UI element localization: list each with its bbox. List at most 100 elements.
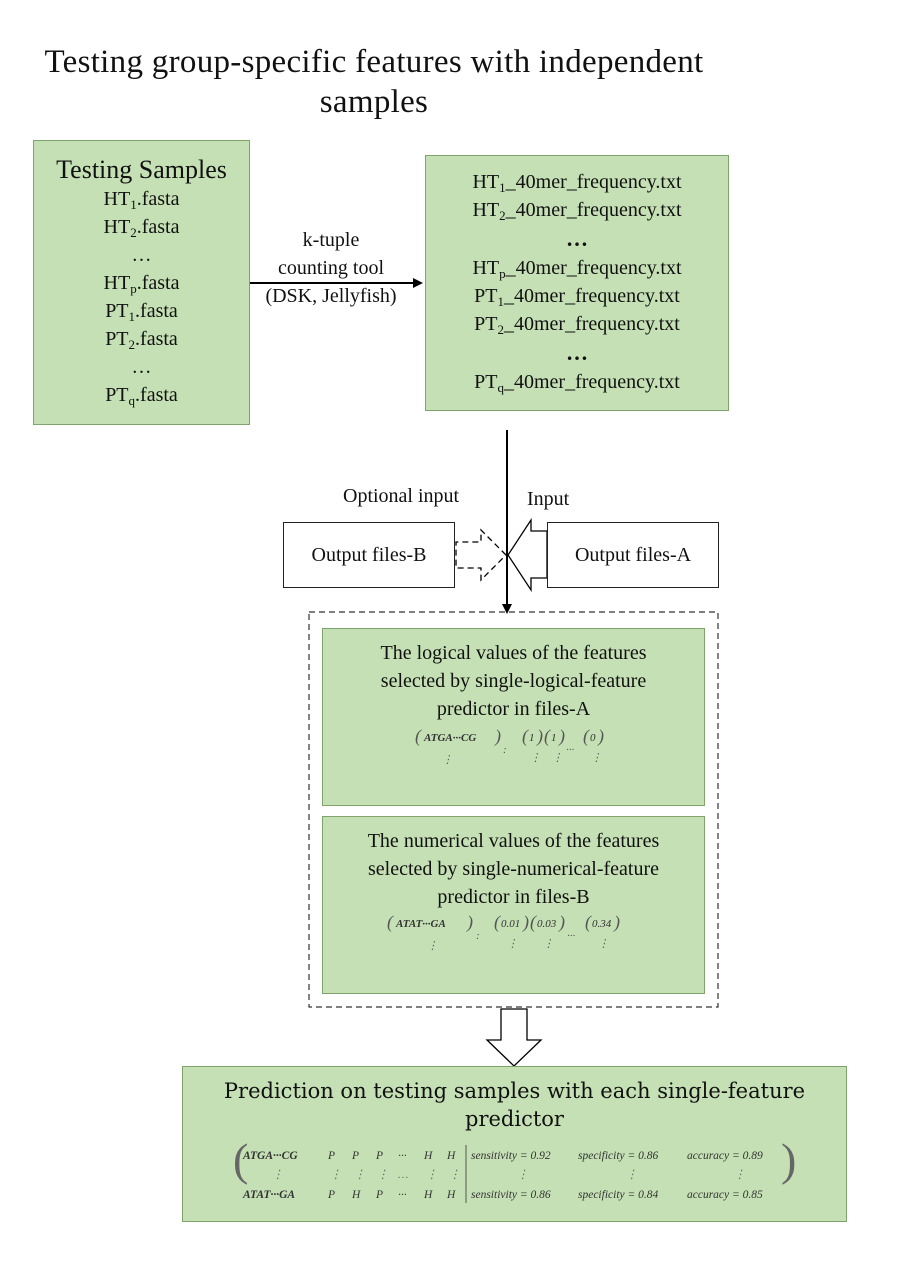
- testing-sample-item-base: PT: [105, 384, 129, 406]
- svg-text:⋮: ⋮: [591, 752, 602, 764]
- numerical-kmer-label: ATAT···GA: [395, 918, 446, 930]
- frequency-file-item-base: …: [566, 340, 588, 365]
- testing-sample-item: …: [34, 353, 249, 381]
- svg-text:): ): [613, 912, 620, 933]
- logical-line-3: predictor in files-A: [436, 698, 591, 720]
- frequency-file-item-base: PT: [474, 313, 498, 335]
- testing-sample-item: HT2.fasta: [34, 213, 249, 241]
- testing-sample-item-base: …: [131, 356, 152, 378]
- frequency-file-item-suffix: _40mer_frequency.txt: [505, 199, 682, 221]
- prediction-box: Prediction on testing samples with each …: [182, 1066, 847, 1222]
- svg-text::: :: [476, 930, 480, 942]
- frequency-file-item-base: HT: [472, 257, 500, 279]
- testing-sample-item: …: [34, 241, 249, 269]
- testing-sample-item-base: HT: [103, 188, 131, 210]
- numerical-line-2: selected by single-numerical-feature: [368, 858, 659, 880]
- testing-sample-item-subscript: p: [130, 281, 137, 296]
- counting-tool-line-3: (DSK, Jellyfish): [265, 285, 397, 307]
- numerical-line-3: predictor in files-B: [437, 886, 590, 908]
- pred-row2-sensitivity: sensitivity = 0.86: [471, 1189, 551, 1201]
- frequency-file-item-base: PT: [474, 285, 498, 307]
- logical-kmer-label: ATGA···CG: [423, 732, 476, 744]
- svg-text:⋮: ⋮: [530, 752, 541, 764]
- input-label: Input: [527, 488, 570, 510]
- testing-sample-item-subscript: q: [128, 393, 136, 408]
- counting-tool-label: k-tuple counting tool (DSK, Jellyfish): [250, 226, 412, 310]
- to-prediction-hollow-arrow: [485, 1008, 543, 1067]
- testing-sample-item-suffix: .fasta: [135, 328, 178, 350]
- numerical-value-2: 0.03: [537, 918, 557, 930]
- frequency-file-item-subscript: 2: [499, 208, 506, 223]
- svg-text:(: (: [583, 726, 590, 747]
- pred-row2-call-2: H: [351, 1189, 361, 1201]
- logical-line-1: The logical values of the features: [380, 642, 647, 664]
- logical-line-2: selected by single-logical-feature: [380, 670, 647, 692]
- prediction-header: Prediction on testing samples with each …: [223, 1079, 806, 1131]
- logical-matrix: ( ATGA···CG ⋮ ) : ( 1 ⋮ ) ( 1 ⋮ ) ··· ( …: [415, 726, 604, 766]
- input-hollow-arrow: [507, 517, 548, 593]
- numerical-matrix: ( ATAT···GA ⋮ ) : ( 0.01 ⋮ ) ( 0.03 ⋮ ) …: [387, 912, 620, 952]
- testing-sample-item-suffix: .fasta: [135, 384, 178, 406]
- frequency-file-item-base: …: [566, 226, 588, 251]
- logical-values-text: The logical values of the features selec…: [323, 629, 704, 723]
- frequency-file-item: PT2_40mer_frequency.txt: [426, 310, 728, 338]
- frequency-file-item-suffix: _40mer_frequency.txt: [503, 313, 680, 335]
- testing-sample-item: HTp.fasta: [34, 269, 249, 297]
- testing-sample-item-subscript: 1: [128, 309, 136, 324]
- frequency-file-item: HTp_40mer_frequency.txt: [426, 254, 728, 282]
- testing-sample-item-base: HT: [103, 272, 131, 294]
- frequency-file-item: HT1_40mer_frequency.txt: [426, 168, 728, 196]
- pred-row1-call-1: P: [327, 1150, 335, 1162]
- pred-row1-call-3: P: [375, 1150, 383, 1162]
- svg-text:): ): [466, 912, 473, 933]
- output-files-a-box: Output files-A: [547, 522, 719, 588]
- prediction-matrix: ( ATGA···CG P P P ··· H H sensitivity = …: [233, 1139, 796, 1203]
- testing-sample-item: PT1.fasta: [34, 297, 249, 325]
- pred-row2-call-4: ···: [398, 1189, 407, 1201]
- frequency-file-item-subscript: 1: [497, 294, 504, 309]
- svg-text:(: (: [585, 912, 592, 933]
- svg-text:(: (: [522, 726, 529, 747]
- svg-text:⋮: ⋮: [543, 938, 554, 950]
- svg-text:⋮: ⋮: [598, 938, 609, 950]
- svg-text::: :: [503, 744, 507, 756]
- svg-text:(: (: [494, 912, 501, 933]
- testing-sample-item-base: PT: [105, 300, 129, 322]
- svg-text:···: ···: [566, 744, 575, 756]
- logical-value-3: 0: [590, 732, 596, 744]
- testing-sample-item-base: PT: [105, 328, 129, 350]
- testing-sample-item-suffix: .fasta: [136, 216, 180, 238]
- svg-text:⋮: ⋮: [272, 1169, 284, 1181]
- svg-text:…: …: [398, 1169, 408, 1181]
- pred-row1-specificity: specificity = 0.86: [578, 1150, 659, 1162]
- pred-row1-call-2: P: [351, 1150, 359, 1162]
- pred-row2-kmer: ATAT···GA: [242, 1189, 295, 1201]
- frequency-file-item-suffix: _40mer_frequency.txt: [505, 171, 682, 193]
- svg-text:): ): [558, 726, 565, 747]
- svg-text:⋮: ⋮: [426, 1169, 438, 1181]
- title-line-2: samples: [319, 84, 429, 120]
- svg-text:(: (: [233, 1139, 248, 1185]
- svg-text:⋮: ⋮: [626, 1169, 638, 1181]
- counting-tool-line-2: counting tool: [277, 257, 385, 279]
- testing-sample-item-base: …: [131, 244, 152, 266]
- frequency-file-item: …: [426, 338, 728, 368]
- numerical-line-1: The numerical values of the features: [367, 830, 660, 852]
- frequency-file-item-suffix: _40mer_frequency.txt: [503, 371, 680, 393]
- svg-text:(: (: [544, 726, 551, 747]
- pred-row1-sensitivity: sensitivity = 0.92: [471, 1150, 551, 1162]
- svg-text:): ): [536, 726, 543, 747]
- svg-text:): ): [522, 912, 529, 933]
- svg-text:⋮: ⋮: [734, 1169, 746, 1181]
- testing-samples-header: Testing Samples: [56, 155, 227, 184]
- pred-row2-specificity: specificity = 0.84: [578, 1189, 659, 1201]
- optional-input-label: Optional input: [343, 485, 460, 507]
- frequency-file-item-subscript: p: [499, 266, 506, 281]
- pred-row2-call-3: P: [375, 1189, 383, 1201]
- output-files-b-label: Output files-B: [311, 544, 427, 566]
- pred-row2-call-6: H: [446, 1189, 456, 1201]
- svg-text:⋮: ⋮: [552, 752, 563, 764]
